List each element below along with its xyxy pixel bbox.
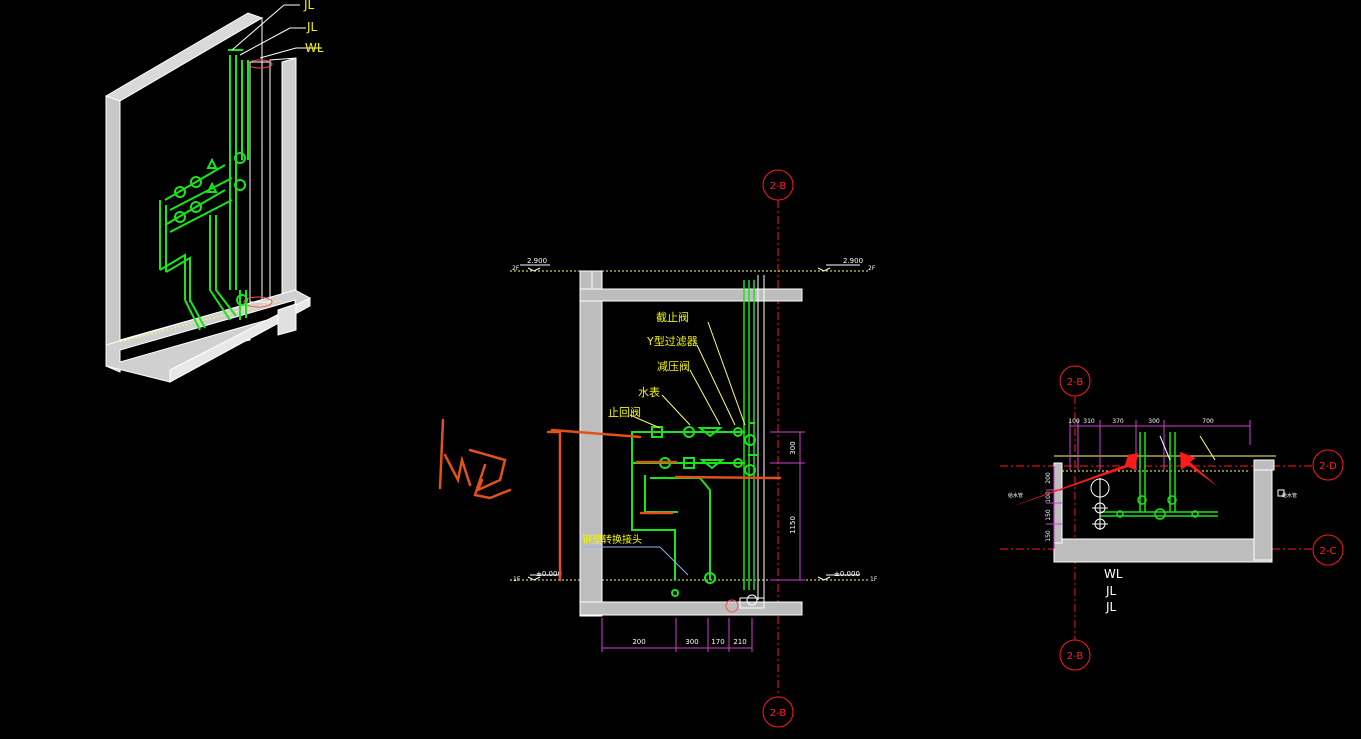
plan-dims-left [1046,466,1062,549]
dim-bottom-3: 170 [711,638,724,646]
level-top-right-elev: 2.900 [843,257,863,265]
label-gate-valve: 截止阀 [656,310,689,324]
level-bottom-left-elev: ±0.000 [536,570,562,578]
section-view: 2-B 2-B 2F 2.900 2F 2.900 1F ±0.000 1F ±… [438,169,878,728]
level-top-right-floor: 2F [868,265,876,272]
level-top-left-floor: 2F [512,265,520,272]
iso-view: JL JL WL [104,0,324,383]
dim-right-2: 1150 [789,516,797,534]
level-bottom-right-elev: ±0.000 [834,570,860,578]
plan-label-jl-1: JL [1105,584,1117,598]
label-pipe-adapter: 钢塑转换接头 [582,533,642,546]
dim-bottom-4: 210 [733,638,746,646]
markup-lines [550,428,782,515]
plan-dim-top-5: 700 [1202,418,1214,425]
axis-bubble-bottom [762,696,794,728]
iso-label-jl-2: JL [306,20,318,34]
handwritten-markup [438,418,562,582]
label-water-meter: 水表 [638,385,660,399]
plan-axis-c: 2-C [1320,546,1337,557]
plan-dim-left-1: 200 [1045,472,1052,484]
section-walls [579,270,803,617]
axis-label-bottom: 2-B [770,708,787,719]
plan-dims-top [1069,420,1251,470]
plan-left-note: 给水管 [1008,492,1023,499]
dim-bottom-2: 300 [685,638,698,646]
plan-dim-top-3: 370 [1112,418,1124,425]
plan-axis-top: 2-B [1067,377,1084,388]
red-arrow-left [1008,453,1138,508]
axis-label-top: 2-B [770,181,787,192]
label-y-filter: Y型过滤器 [646,334,698,348]
iso-label-wl: WL [305,41,324,55]
plan-dim-top-4: 300 [1148,418,1160,425]
label-check-valve: 止回阀 [608,405,641,419]
red-arrow-right [1180,452,1218,487]
plan-dim-left-2: 100 [1045,491,1052,503]
plan-dim-top-2: 310 [1083,418,1095,425]
iso-label-jl-1: JL [303,0,315,12]
dim-bottom-1: 200 [632,638,645,646]
plan-dim-left-3: 150 [1045,509,1052,521]
axis-bubble-top [762,169,794,201]
plan-axis-d: 2-D [1319,461,1337,472]
level-bottom-left-floor: 1F [513,576,521,583]
label-pressure-reducer: 减压阀 [657,359,690,373]
level-top-left-elev: 2.900 [527,257,547,265]
plan-label-jl-2: JL [1105,600,1117,614]
level-bottom-right-floor: 1F [870,576,878,583]
plan-dim-left-4: 150 [1045,530,1052,542]
plan-right-note: 给水管 [1282,492,1297,499]
plan-view: 2-B 2-B 2-D 2-C 100 310 37 [1000,365,1344,671]
plan-dim-top-1: 100 [1068,418,1080,425]
dims-right [770,431,805,581]
plan-axis-bottom: 2-B [1067,651,1084,662]
dim-right-1: 300 [789,441,797,454]
dims-bottom [601,618,753,652]
plan-label-wl: WL [1104,567,1123,581]
